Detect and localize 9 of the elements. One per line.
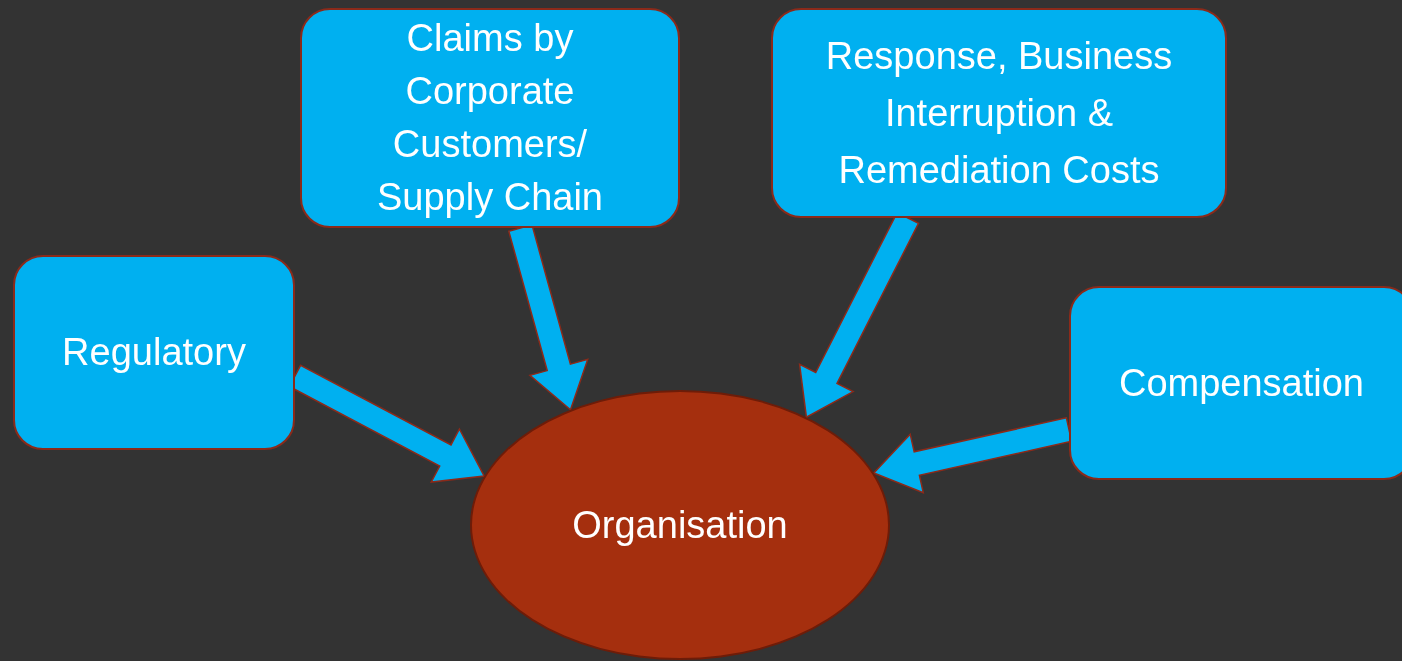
category-box bbox=[300, 8, 680, 228]
node-label: Response, Business Interruption & Remediation Costs bbox=[824, 33, 1174, 193]
category-box bbox=[771, 8, 1227, 218]
node-label: Organisation bbox=[571, 502, 789, 548]
node-label: Claims by Corporate Customers/ Supply Chain bbox=[375, 15, 604, 221]
category-box bbox=[13, 255, 295, 450]
node-label: Regulatory bbox=[61, 330, 247, 375]
node-label: Compensation bbox=[1117, 360, 1365, 406]
category-box bbox=[1069, 286, 1402, 480]
